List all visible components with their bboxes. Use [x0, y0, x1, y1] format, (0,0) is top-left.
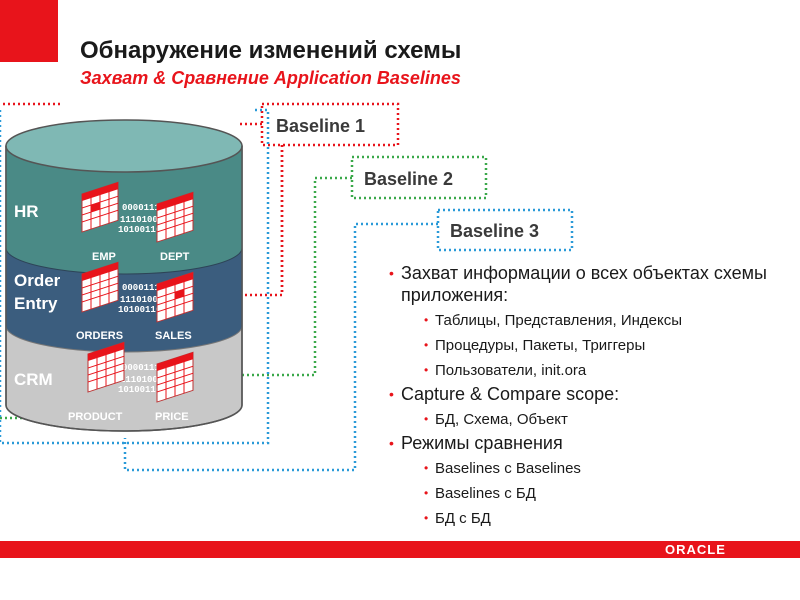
- binary-text: 1110100: [120, 215, 158, 225]
- sub-bullet: БД с БД: [388, 506, 793, 531]
- binary-text: 10100110: [118, 385, 161, 395]
- layer-name-order: Order: [14, 271, 61, 290]
- header-accent-bar: [0, 0, 58, 62]
- table-label-product: PRODUCT: [68, 411, 123, 423]
- bullet-compare-modes: Режимы сравнения: [388, 432, 793, 454]
- slide-subtitle: Захват & Сравнение Application Baselines: [80, 68, 461, 88]
- layer-name-entry: Entry: [14, 294, 58, 313]
- slide-title: Обнаружение изменений схемы: [80, 37, 462, 64]
- table-icon-price: [156, 351, 194, 403]
- bullet-capture: Захват информации о всех объектах схемы …: [388, 262, 793, 306]
- table-label-emp: EMP: [92, 251, 116, 263]
- feature-bullet-list: Захват информации о всех объектах схемы …: [388, 262, 793, 531]
- baseline-2-label: Baseline 2: [364, 169, 454, 189]
- binary-text: 00001110: [122, 283, 165, 293]
- sub-bullet: Таблицы, Представления, Индексы: [388, 308, 793, 333]
- table-label-dept: DEPT: [160, 251, 190, 263]
- table-icon-emp: [81, 181, 119, 233]
- sub-bullet: Baselines с Baselines: [388, 456, 793, 481]
- table-label-price: PRICE: [155, 411, 189, 423]
- table-icon-product: [87, 341, 125, 393]
- sub-bullet: Baselines с БД: [388, 481, 793, 506]
- table-icon-dept: [156, 191, 194, 243]
- table-label-sales: SALES: [155, 330, 192, 342]
- binary-text: 10100110: [118, 225, 161, 235]
- binary-text: 00001110: [122, 363, 165, 373]
- baseline-3-label: Baseline 3: [450, 221, 540, 241]
- layer-name-crm: CRM: [14, 370, 53, 389]
- baseline-1-label: Baseline 1: [276, 116, 366, 136]
- sub-bullet: Пользователи, init.ora: [388, 358, 793, 383]
- binary-text: 10100110: [118, 305, 161, 315]
- sub-bullet: Процедуры, Пакеты, Триггеры: [388, 333, 793, 358]
- table-icon-sales: [156, 271, 194, 323]
- oracle-logo: ORACLE: [665, 542, 726, 557]
- layer-name-hr: HR: [14, 202, 39, 221]
- footer-bar: [0, 541, 800, 558]
- baseline-3-connectors: [0, 108, 574, 472]
- table-icon-orders: [81, 261, 119, 313]
- binary-text: 1110100: [120, 375, 158, 385]
- binary-text: 1110100: [120, 295, 158, 305]
- table-label-orders: ORDERS: [76, 330, 123, 342]
- bullet-scope: Capture & Compare scope:: [388, 383, 793, 405]
- sub-bullet: БД, Схема, Объект: [388, 407, 793, 432]
- binary-text: 00001110: [122, 203, 165, 213]
